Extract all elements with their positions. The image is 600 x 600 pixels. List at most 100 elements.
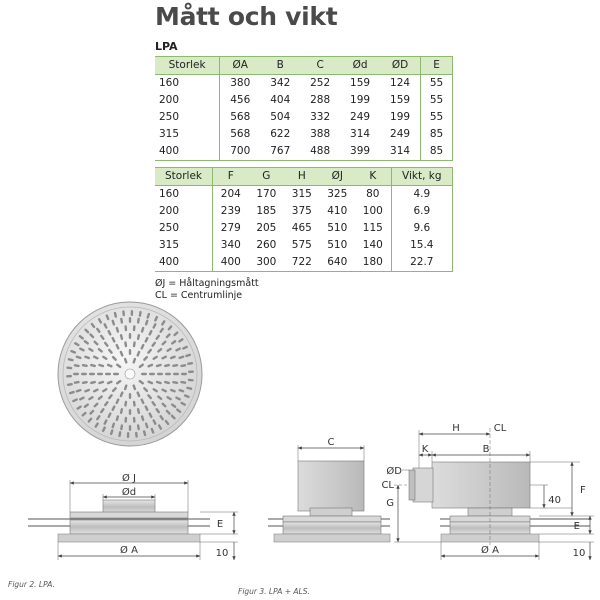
col-header: Storlek <box>155 56 221 75</box>
perforation-slot <box>94 422 99 428</box>
perforation-slot <box>157 347 163 353</box>
table-cell: 159 <box>390 94 411 106</box>
dim-label-h: H <box>452 423 460 434</box>
table-cell: 55 <box>420 92 453 109</box>
perforation-slot <box>140 415 145 422</box>
dim-label-b: B <box>483 444 490 455</box>
table-cell: 400 <box>155 254 214 272</box>
perforation-slot <box>128 349 132 355</box>
perforation-slot <box>73 364 80 368</box>
table-cell: 410 <box>327 205 348 217</box>
perforation-slot <box>178 338 184 343</box>
table-header-row: Storlek F G H ØJ K Vikt, kg <box>155 167 454 186</box>
perforation-slot <box>126 432 130 438</box>
perforation-slot <box>140 343 145 350</box>
table-cell: 314 <box>350 128 371 140</box>
perforation-slot <box>98 380 105 385</box>
perforation-slot <box>90 322 96 329</box>
perforation-slot <box>103 401 109 407</box>
perforation-slot <box>116 379 122 385</box>
perforation-slot <box>89 372 95 376</box>
perforation-slot <box>109 429 114 436</box>
perforation-slot <box>128 393 132 399</box>
table-cell: 124 <box>390 77 411 89</box>
perforation-slot <box>136 334 141 340</box>
perforation-slot <box>106 380 113 385</box>
dim-label-g: G <box>386 498 394 509</box>
lpa-als-front-drawing <box>268 445 391 543</box>
col-header: E <box>420 56 453 75</box>
table-cell: 568 <box>230 128 251 140</box>
perforation-slot <box>89 333 95 339</box>
perforation-slot <box>180 364 187 368</box>
perforation-slot <box>178 355 185 360</box>
perforation-slot <box>83 403 89 408</box>
perforation-slot <box>79 396 85 401</box>
perforation-slot <box>90 380 96 385</box>
perforation-slot <box>105 314 110 321</box>
perforation-slot <box>132 400 136 407</box>
perforation-slot <box>180 380 187 384</box>
perforation-slot <box>68 390 75 395</box>
perforation-slot <box>155 408 160 414</box>
perforation-slot <box>165 409 171 415</box>
perforation-slot <box>187 361 194 366</box>
table-cell: 252 <box>310 77 331 89</box>
perforation-slot <box>167 325 173 331</box>
table-cell: 342 <box>270 77 291 89</box>
diffuser-face-drawing <box>57 301 203 447</box>
col-header: F <box>212 167 249 186</box>
table-cell: 4.9 <box>390 185 454 203</box>
perforation-slot <box>119 408 124 414</box>
perforation-slot <box>161 388 168 393</box>
perforation-slot <box>140 398 145 405</box>
perforation-slot <box>164 419 170 426</box>
perforation-slot <box>148 329 153 336</box>
perforation-slot <box>120 317 124 324</box>
perforation-slot <box>147 380 154 385</box>
perforation-slot <box>79 347 85 352</box>
perforation-slot <box>159 415 164 421</box>
perforation-slot <box>152 323 157 329</box>
table-cell: 488 <box>300 143 341 161</box>
perforation-slot <box>97 347 103 353</box>
perforation-slot <box>142 430 147 437</box>
table-cell: 640 <box>319 254 356 272</box>
perforation-slot <box>161 402 167 408</box>
perforation-slot <box>88 347 94 352</box>
table-cell: 314 <box>379 143 421 161</box>
perforation-slot <box>170 388 176 393</box>
perforation-slot <box>66 366 73 370</box>
perforation-slot <box>170 414 176 420</box>
perforation-slot <box>72 398 78 403</box>
dim-label-cl-top: CL <box>494 423 507 434</box>
table-cell: 504 <box>270 111 291 123</box>
perforation-slot <box>111 422 116 429</box>
perforation-slot <box>132 384 137 391</box>
perforation-slot <box>155 334 160 340</box>
dim-label-a: Ø A <box>120 544 138 556</box>
perforation-slot <box>175 396 181 401</box>
perforation-slot <box>157 395 163 401</box>
perforation-slot <box>187 378 194 382</box>
perforation-slot <box>136 408 141 414</box>
table-cell: 180 <box>355 254 392 272</box>
perforation-slot <box>119 391 124 398</box>
table-cell: 325 <box>327 188 348 200</box>
table-cell: 204 <box>220 188 241 200</box>
perforation-slot <box>111 405 116 412</box>
table-cell: 55 <box>420 74 453 92</box>
table-row: 250 568 504 332 249 199 55 <box>155 109 453 126</box>
perforation-slot <box>122 310 125 317</box>
perforation-slot <box>115 398 120 405</box>
table-cell: 199 <box>390 111 411 123</box>
perforation-slot <box>138 363 144 369</box>
table-row: 160 204 170 315 325 80 4.9 <box>155 185 454 203</box>
perforation-slot <box>173 331 179 337</box>
perforation-slot <box>164 363 170 368</box>
col-header: ØD <box>379 56 421 75</box>
perforation-slot <box>182 345 188 350</box>
table-cell: 332 <box>310 111 331 123</box>
dim-label-e2: E <box>574 521 580 532</box>
table-cell: 404 <box>270 94 291 106</box>
